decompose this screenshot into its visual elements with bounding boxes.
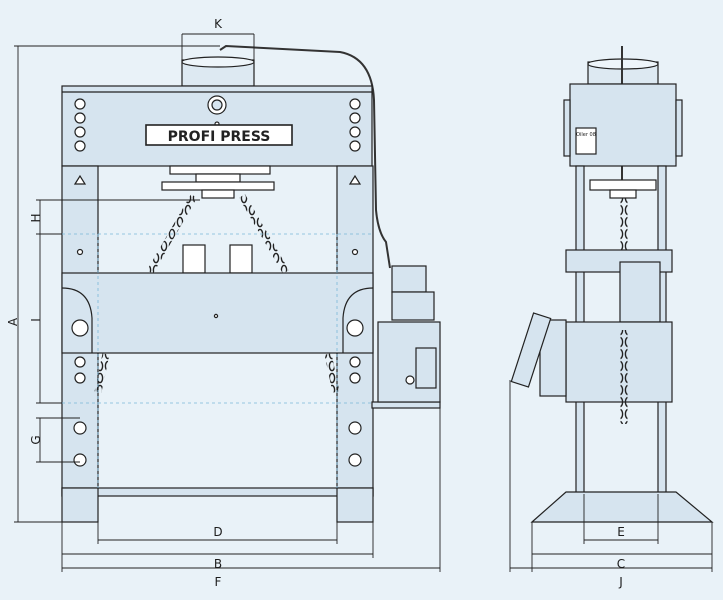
- dim-label-i: I: [29, 318, 43, 322]
- dim-label-b: B: [214, 557, 222, 571]
- dim-label-j: J: [618, 575, 623, 589]
- side-view: Oiler 08: [510, 46, 714, 523]
- dimension-lines: [14, 33, 713, 572]
- front-view: PROFI PRESS: [61, 44, 441, 523]
- label-plate: [575, 127, 597, 155]
- stroke-envelope: [62, 233, 372, 488]
- plate-label: Oiler 08: [576, 132, 596, 138]
- dim-label-d: D: [213, 525, 222, 539]
- dim-label-h: H: [29, 213, 43, 222]
- base-frame: [61, 487, 374, 497]
- pump-stand: [371, 401, 441, 409]
- base-right-foot: [336, 487, 374, 523]
- dim-label-g: G: [29, 435, 43, 444]
- brand-label: PROFI PRESS: [168, 129, 271, 145]
- base-left-foot: [61, 487, 99, 523]
- dim-label-a: A: [6, 317, 20, 326]
- dimension-labels: K H A I G D B F E C J: [6, 17, 625, 589]
- brand-plate: [145, 124, 293, 146]
- hydraulic-hose: [219, 44, 391, 269]
- dim-label-f: F: [215, 575, 222, 589]
- side-table: [565, 321, 673, 403]
- dim-label-c: C: [617, 557, 625, 571]
- dim-label-k: K: [214, 17, 223, 31]
- side-base: [530, 491, 714, 523]
- dim-label-e: E: [617, 525, 625, 539]
- work-table: [61, 272, 374, 354]
